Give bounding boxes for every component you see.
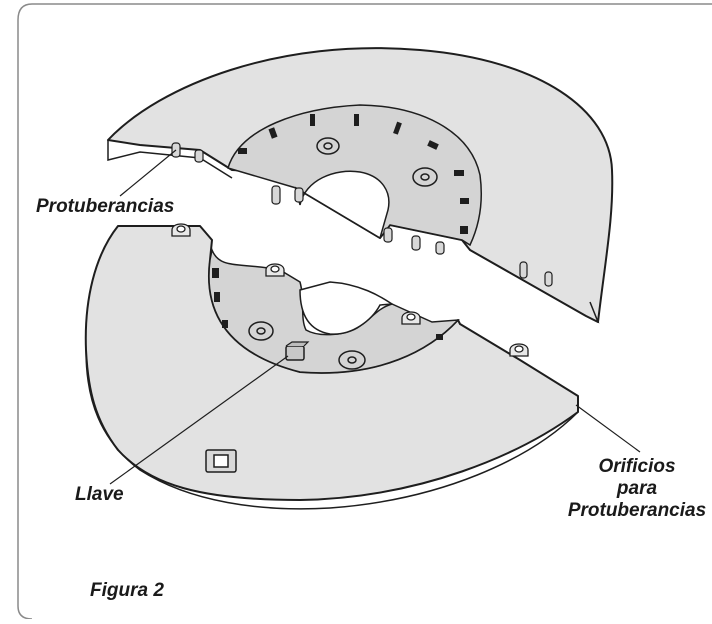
leader-llave (109, 355, 289, 485)
figure-frame (17, 3, 712, 620)
label-llave: Llave (75, 484, 124, 505)
leader-lines (109, 149, 641, 485)
lower-disc-center-cutout (299, 281, 395, 335)
figure-caption: Figura 2 (90, 580, 164, 601)
lower-disc-tabs (212, 268, 443, 340)
label-orificios-line1: Orificios (598, 456, 676, 477)
label-orificios-para-protuberancias: Orificios para Protuberancias (563, 456, 711, 522)
upper-disc-tabs (238, 114, 469, 234)
upper-disc-screw-holes (316, 137, 438, 187)
lower-disc-screw-holes (248, 321, 366, 370)
upper-disc-center-cutout (294, 170, 390, 240)
lower-half-disc (84, 223, 579, 510)
label-orificios-line2: para (616, 478, 658, 499)
label-orificios-line3: Protuberancias (567, 500, 707, 521)
label-protuberancias: Protuberancias (36, 196, 175, 217)
lower-disc-front-clip (205, 449, 237, 473)
lower-disc-peg-holes (171, 223, 529, 357)
leader-orificios (575, 404, 641, 453)
lower-disc-key (285, 341, 310, 361)
upper-half-disc (107, 47, 614, 324)
leader-protuberancias (119, 149, 177, 197)
upper-disc-rim (107, 140, 600, 324)
upper-disc-pegs (171, 142, 553, 287)
lower-disc-edge (85, 349, 579, 510)
lower-disc-recess (208, 247, 460, 374)
